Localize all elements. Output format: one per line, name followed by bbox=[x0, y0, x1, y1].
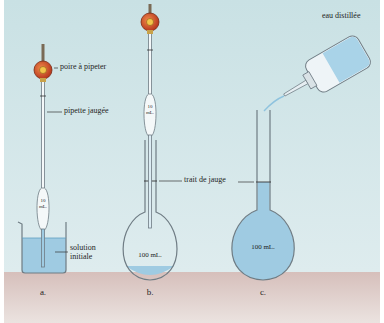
text-label: pipette jaugée bbox=[64, 107, 109, 116]
text-label: eau distillée bbox=[322, 12, 360, 21]
pipette-bulb bbox=[34, 44, 52, 82]
text-label: trait de jauge bbox=[184, 176, 226, 185]
text-label: 100 mL. bbox=[251, 244, 275, 252]
text-label: 100 mL. bbox=[138, 252, 162, 260]
text-label: 10 mL. bbox=[143, 104, 157, 115]
text-label: solution initiale bbox=[70, 244, 110, 262]
volumetric-flask bbox=[232, 110, 294, 280]
text-label: c. bbox=[260, 288, 266, 298]
bench bbox=[4, 272, 380, 323]
text-label: a. bbox=[40, 288, 46, 298]
text-label: 10 mL. bbox=[36, 198, 50, 209]
leader-line bbox=[238, 182, 254, 183]
water-stream bbox=[264, 96, 284, 111]
leader-line bbox=[159, 181, 182, 182]
pipette bbox=[144, 31, 156, 228]
beaker bbox=[18, 222, 66, 273]
wash-bottle bbox=[275, 33, 373, 110]
pipette bbox=[37, 79, 49, 267]
text-label: b. bbox=[147, 288, 154, 298]
leader-line bbox=[47, 112, 62, 113]
text-label: poire à pipeter bbox=[60, 63, 106, 72]
background bbox=[4, 0, 380, 323]
leader-line bbox=[55, 252, 68, 253]
leader-line bbox=[54, 68, 58, 69]
pipette-bulb bbox=[141, 4, 159, 34]
